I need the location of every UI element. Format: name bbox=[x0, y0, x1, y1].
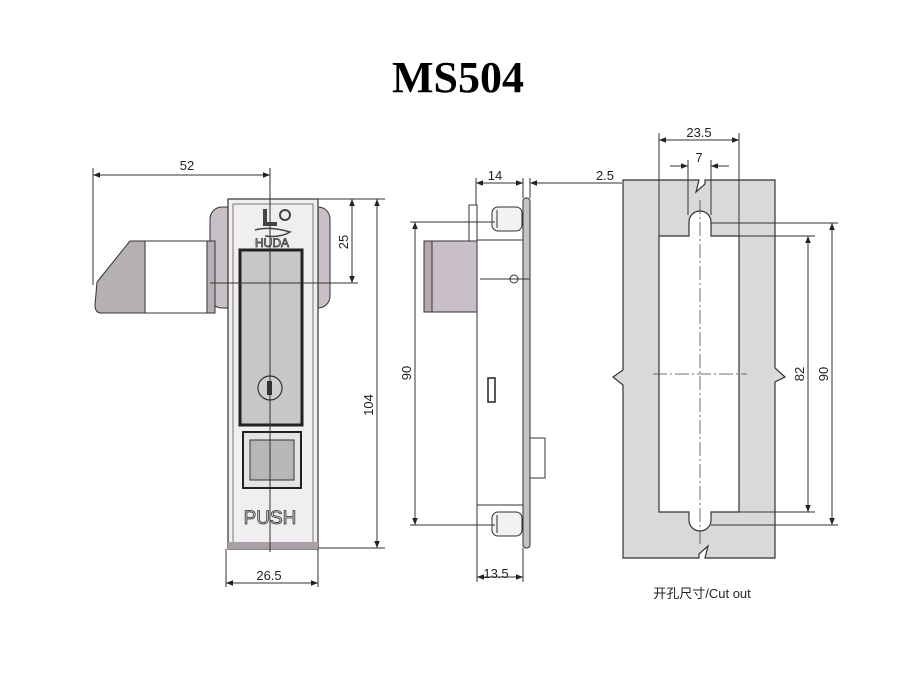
cutout-label: 开孔尺寸/Cut out bbox=[653, 586, 751, 601]
cutout-hole bbox=[658, 210, 740, 532]
latch-slot bbox=[487, 377, 496, 403]
dim-cutout-width: 23.5 bbox=[686, 125, 711, 140]
huda-logo: HUDA bbox=[255, 209, 292, 250]
side-view: 90 14 2.5 13.5 bbox=[399, 168, 622, 582]
front-view: HUDA PUSH 52 25 104 26.5 bbox=[92, 158, 385, 587]
page-title: MS504 bbox=[392, 53, 524, 102]
plate-bottom-edge bbox=[228, 542, 318, 549]
lock-body bbox=[476, 239, 524, 506]
front-flange bbox=[522, 197, 531, 549]
lever-neck bbox=[144, 240, 208, 314]
logo-text: HUDA bbox=[255, 236, 289, 250]
dim-depth: 14 bbox=[488, 168, 502, 183]
dim-stud-spacing: 90 bbox=[399, 366, 414, 380]
dim-flange: 2.5 bbox=[596, 168, 614, 183]
dim-handle-reach: 52 bbox=[180, 158, 194, 173]
mount-tab bbox=[468, 204, 478, 242]
cam-edge bbox=[423, 240, 433, 313]
push-button-face bbox=[249, 439, 295, 481]
top-nut bbox=[491, 206, 523, 232]
cutout-view: 23.5 7 82 90 开孔尺寸/Cut out bbox=[611, 125, 838, 601]
dim-hole-height: 82 bbox=[792, 367, 807, 381]
bottom-nut bbox=[491, 511, 523, 537]
dim-width: 26.5 bbox=[256, 568, 281, 583]
dim-slot-spacing: 90 bbox=[816, 367, 831, 381]
dim-height: 104 bbox=[361, 394, 376, 416]
dim-pivot-offset: 25 bbox=[336, 235, 351, 249]
cam-block bbox=[423, 240, 478, 313]
button-boss bbox=[529, 437, 546, 479]
dim-slot-width: 7 bbox=[695, 150, 702, 165]
dim-bottom-depth: 13.5 bbox=[483, 566, 508, 581]
